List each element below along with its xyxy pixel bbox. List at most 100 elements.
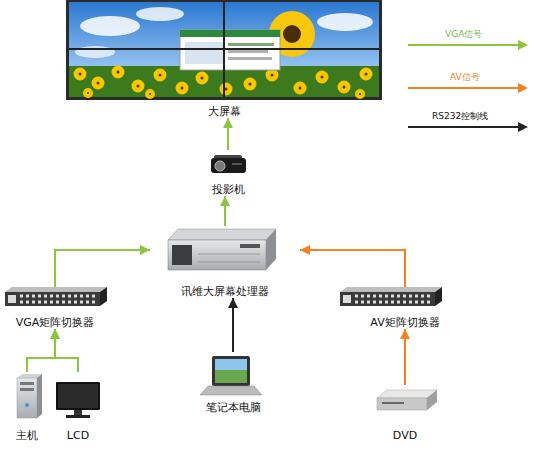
processor-groove (198, 254, 260, 255)
switcher-ports (355, 301, 431, 304)
sunflower (85, 90, 91, 96)
node-label: 笔记本电脑 (175, 401, 291, 414)
sunflower (156, 71, 164, 79)
node-label: 主机 (0, 429, 69, 442)
screen-bezel (66, 0, 382, 100)
sunflower (340, 83, 348, 91)
switcher-top (5, 287, 107, 292)
signal-connector (55, 250, 150, 287)
panel-seam (69, 48, 379, 50)
sunflower (198, 74, 206, 82)
av-matrix-switcher: AV矩阵切换器 (340, 287, 470, 329)
sunflower (94, 79, 102, 87)
projector-vent (232, 163, 242, 165)
lcd-frame (56, 382, 100, 410)
node-label: 讯维大屏幕处理器 (130, 285, 320, 298)
laptop-screen (215, 359, 247, 383)
dvd-slot (382, 402, 404, 404)
legend-arrowhead (518, 83, 528, 93)
processor-front (168, 240, 266, 270)
processor-groove (198, 262, 260, 263)
lcd-monitor: LCD (52, 372, 104, 442)
signal-connector (232, 298, 234, 352)
host-drive (20, 382, 34, 385)
host-computer: 主机 (5, 372, 49, 442)
dvd-front (377, 398, 427, 410)
sunflower (268, 71, 276, 79)
sunflower (134, 82, 142, 90)
switcher-top (340, 287, 442, 292)
window-panel (185, 42, 223, 64)
legend-line (408, 87, 520, 89)
legend-line (408, 44, 520, 46)
processor-side (266, 229, 276, 270)
legend-text: AV信号 (450, 72, 480, 83)
cloud (75, 46, 115, 58)
switcher-logo (8, 295, 16, 303)
host-power (25, 403, 29, 407)
laptop: 笔记本电脑 (195, 352, 271, 414)
switcher-ports (20, 301, 96, 304)
signal-connector (224, 196, 226, 226)
node-label: AV矩阵切换器 (320, 316, 490, 329)
sunflower (296, 84, 304, 92)
laptop-screen-frame (212, 356, 250, 386)
switcher-ports (20, 295, 96, 298)
processor-logo (240, 244, 260, 248)
window-line (228, 50, 268, 53)
switcher-side (100, 287, 107, 306)
laptop-base (200, 386, 262, 395)
window-line (228, 43, 274, 46)
host-side (37, 374, 42, 418)
screen-processor: 讯维大屏幕处理器 (150, 226, 300, 298)
dvd-top (377, 390, 437, 398)
sunflower (362, 70, 370, 78)
legend-text: VGA信号 (445, 29, 482, 40)
sunflower (147, 91, 153, 97)
node-label: DVD (350, 429, 460, 442)
signal-connector (27, 329, 55, 372)
laptop-screen-sky (215, 359, 247, 370)
legend-line (408, 126, 520, 128)
host-front (17, 378, 37, 418)
window-line (228, 57, 272, 60)
switcher-front (5, 292, 100, 306)
signal-connector (404, 329, 406, 385)
cloud (317, 13, 373, 31)
node-label: 投影机 (176, 183, 280, 196)
dvd-player: DVD (370, 385, 440, 442)
big-sunflower (276, 18, 308, 50)
node-label-group: 主机 (0, 429, 69, 442)
switcher-logo (343, 295, 351, 303)
dvd-side (427, 390, 437, 410)
node-label-group: 讯维大屏幕处理器 (130, 285, 320, 298)
processor-panel (172, 245, 192, 265)
node-label-group: 笔记本电脑 (175, 401, 291, 414)
legend-text: RS232控制线 (432, 111, 488, 122)
node-label: VGA矩阵切换器 (0, 316, 130, 329)
projector-body (211, 158, 246, 173)
sunflower (357, 91, 363, 97)
node-label-group: 大屏幕 (48, 105, 400, 118)
node-label: LCD (32, 429, 124, 442)
video-wall: 大屏幕 (68, 0, 380, 118)
cloud (80, 16, 140, 36)
signal-connector (227, 118, 229, 150)
switcher-ports (355, 295, 431, 298)
sunflower (246, 80, 254, 88)
lcd-stand (74, 410, 82, 415)
sunflower (318, 73, 326, 81)
lcd-base (66, 415, 90, 418)
legend-arrowhead (518, 122, 528, 132)
screen-sky (69, 2, 379, 97)
switcher-front (340, 292, 435, 306)
processor-top (168, 229, 276, 240)
node-label: 大屏幕 (48, 105, 400, 118)
node-label-group: DVD (350, 429, 460, 442)
sunflower (178, 84, 186, 92)
sunflower (114, 68, 122, 76)
